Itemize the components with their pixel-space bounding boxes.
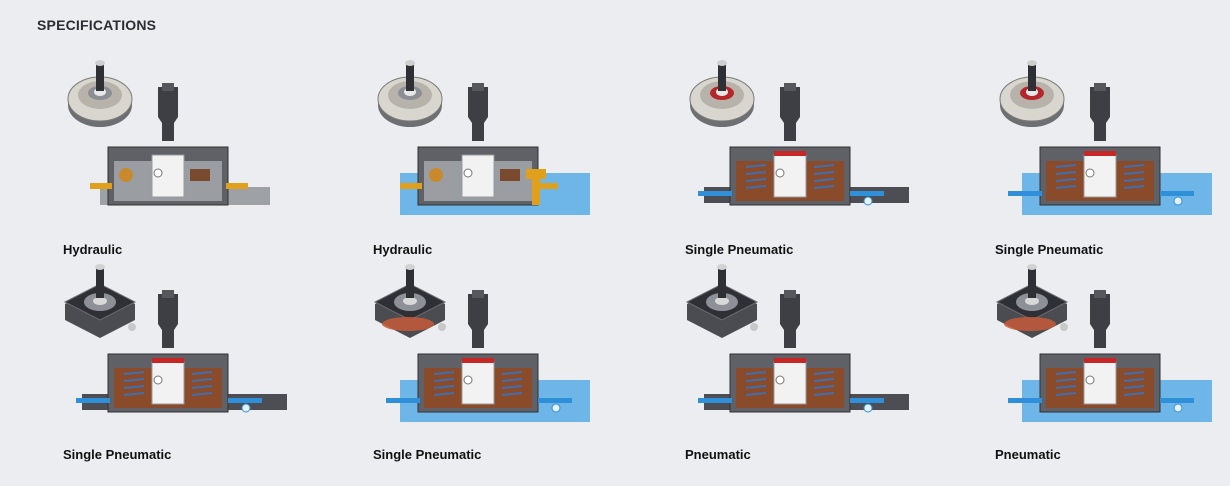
- square-clamp-thumbnail: [373, 264, 447, 338]
- product-image: [377, 60, 590, 215]
- product-card[interactable]: Single Pneumatic: [350, 262, 650, 462]
- product-label: Single Pneumatic: [63, 447, 172, 462]
- product-card[interactable]: Pneumatic: [972, 262, 1230, 462]
- square-clamp-thumbnail: [63, 264, 137, 338]
- product-label: Single Pneumatic: [373, 447, 482, 462]
- clamp-cross-section: [76, 290, 287, 413]
- product-card[interactable]: Hydraulic: [40, 55, 340, 257]
- product-card[interactable]: Single Pneumatic: [40, 262, 340, 462]
- round-clamp-thumbnail: [999, 60, 1065, 127]
- clamp-cross-section: [400, 83, 590, 215]
- product-image: [63, 264, 287, 413]
- product-label: Pneumatic: [685, 447, 751, 462]
- product-label: Hydraulic: [63, 242, 123, 257]
- product-card[interactable]: Single Pneumatic: [972, 55, 1230, 257]
- clamp-cross-section: [698, 83, 909, 206]
- clamp-cross-section: [90, 83, 270, 206]
- product-image: [67, 60, 270, 206]
- product-label: Hydraulic: [373, 242, 433, 257]
- product-card[interactable]: Single Pneumatic: [662, 55, 962, 257]
- product-label: Pneumatic: [995, 447, 1061, 462]
- product-image: [373, 264, 590, 422]
- product-card[interactable]: Hydraulic: [350, 55, 650, 257]
- product-image: [685, 264, 909, 413]
- clamp-cross-section: [698, 290, 909, 413]
- clamp-cross-section: [386, 290, 590, 422]
- product-image: [999, 60, 1212, 215]
- product-card[interactable]: Pneumatic: [662, 262, 962, 462]
- page-title: SPECIFICATIONS: [37, 17, 157, 33]
- round-clamp-thumbnail: [689, 60, 755, 127]
- round-clamp-thumbnail: [67, 60, 133, 127]
- product-label: Single Pneumatic: [685, 242, 794, 257]
- product-image: [689, 60, 909, 206]
- round-clamp-thumbnail: [377, 60, 443, 127]
- clamp-cross-section: [1008, 290, 1212, 422]
- square-clamp-thumbnail: [995, 264, 1069, 338]
- product-image: [995, 264, 1212, 422]
- product-label: Single Pneumatic: [995, 242, 1104, 257]
- square-clamp-thumbnail: [685, 264, 759, 338]
- clamp-cross-section: [1008, 83, 1212, 215]
